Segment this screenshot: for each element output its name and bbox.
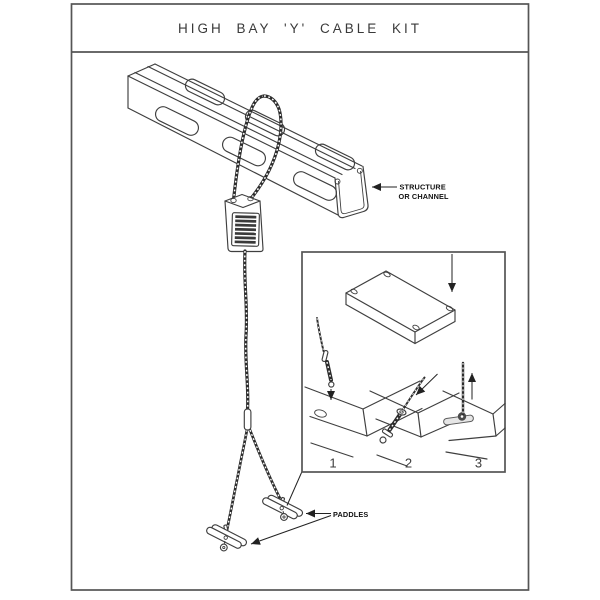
step-1-hole — [314, 409, 327, 418]
step-3-diagram: 3 — [442, 361, 506, 471]
structure-label-line2: OR CHANNEL — [399, 192, 450, 201]
step-1-cable-paddle — [316, 317, 335, 388]
step-1-panel-corner — [304, 380, 423, 458]
inset-border — [301, 251, 506, 473]
step-2-number: 2 — [405, 456, 412, 471]
step-2-cable-paddle — [379, 376, 426, 444]
channel-rail-lines — [127, 63, 363, 179]
step-3-cable-paddle — [443, 361, 474, 426]
plate-mounting-hole — [350, 288, 358, 295]
channel-back-slot — [184, 78, 226, 106]
step-3-number: 3 — [475, 456, 482, 471]
channel-lip-curl — [356, 167, 363, 174]
channel-front-slot — [292, 171, 338, 201]
drawing-title: HIGH BAY 'Y' CABLE KIT — [178, 21, 422, 36]
right-paddle — [262, 494, 304, 521]
paddle-hub — [279, 506, 284, 511]
left-paddle — [206, 524, 248, 552]
gripper-cable-hole — [247, 196, 254, 202]
mounting-plate — [345, 254, 456, 345]
channel-left-end-top — [127, 63, 156, 77]
drawing-frame: HIGH BAY 'Y' CABLE KIT — [70, 3, 530, 591]
paddles-label: PADDLES — [333, 510, 368, 519]
channel-front-slot — [154, 106, 200, 136]
step-2-arrow-insert — [415, 373, 438, 396]
paddles-callout: PADDLES — [250, 509, 368, 545]
plate-mounting-hole — [412, 324, 420, 331]
step-2-panel-corner — [369, 390, 463, 467]
channel-end-profile — [334, 165, 369, 219]
strut-channel — [127, 63, 369, 219]
detail-callout-line — [286, 471, 303, 506]
paddle-end-stop — [219, 543, 228, 552]
step-2-diagram: 2 — [369, 373, 463, 471]
channel-lip-curl — [334, 178, 341, 185]
step-1-diagram: 1 — [304, 317, 423, 471]
plate-mounting-hole — [445, 305, 454, 312]
cable-ferrule — [243, 408, 252, 431]
drop-cable — [243, 249, 250, 412]
y-leg-right — [248, 428, 284, 505]
structure-label-line1: STRUCTURE — [400, 183, 446, 192]
gripper-ridges — [231, 212, 260, 247]
channel-back-slot — [314, 143, 356, 171]
gripper-cable-hole — [230, 197, 237, 204]
paddle-end-stop — [280, 513, 288, 521]
structure-channel-callout: STRUCTURE OR CHANNEL — [372, 183, 450, 201]
y-split — [225, 408, 284, 534]
inset-detail-box: 1 — [301, 251, 506, 473]
step-3-panel-corner — [442, 390, 506, 460]
channel-front-slot — [221, 136, 267, 167]
channel-back-slot — [244, 109, 286, 137]
cable-loop — [231, 94, 283, 202]
plate-mounting-hole — [383, 271, 391, 278]
callout-arrow — [250, 515, 332, 545]
cable-gripper — [224, 193, 264, 253]
gripper-top-face — [224, 193, 261, 209]
paddle-hub — [223, 535, 228, 540]
step-1-number: 1 — [329, 456, 336, 471]
channel-bottom-edge — [127, 107, 339, 216]
drawing-border — [70, 3, 530, 591]
